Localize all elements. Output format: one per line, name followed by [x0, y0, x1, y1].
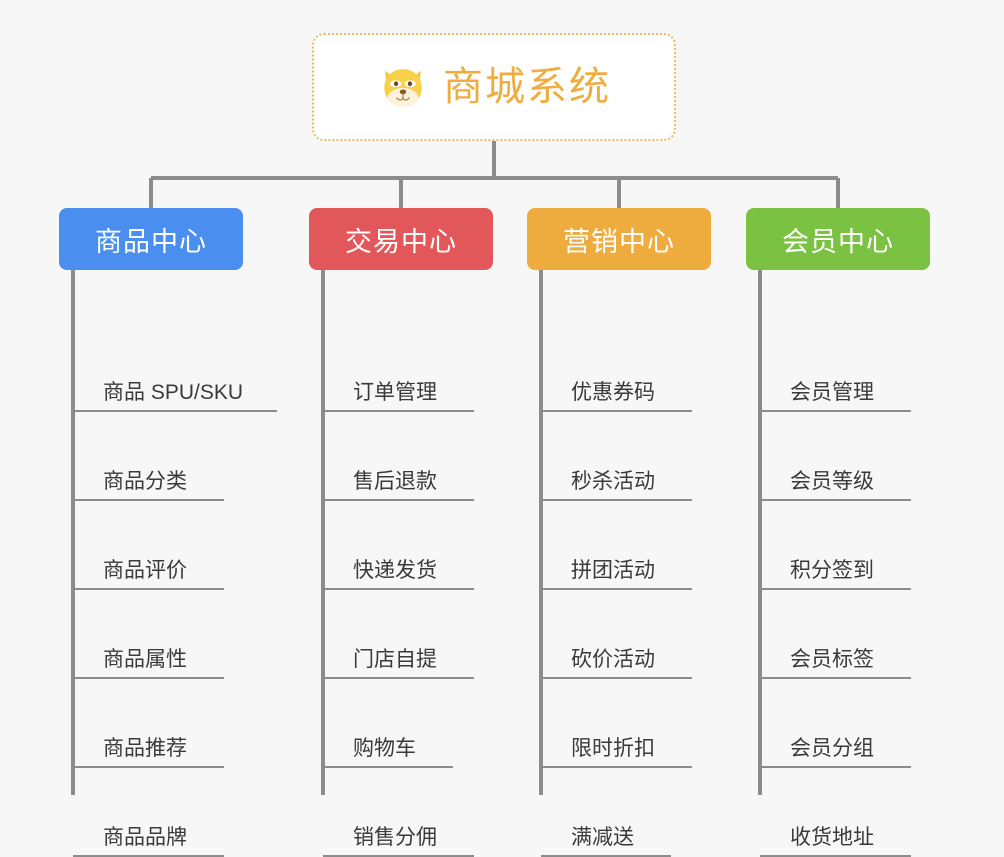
leaf-item-label: 限时折扣: [571, 737, 655, 760]
category-title: 会员中心: [782, 226, 894, 257]
leaf-underline: [323, 766, 453, 768]
category-box[interactable]: 商品中心: [59, 208, 243, 270]
category-column: 交易中心订单管理售后退款快递发货门店自提购物车销售分佣: [309, 208, 493, 857]
leaf-item-label: 销售分佣: [353, 826, 437, 849]
category-column: 会员中心会员管理会员等级积分签到会员标签会员分组收货地址: [746, 208, 930, 857]
leaf-item-label: 满减送: [571, 826, 634, 849]
leaf-underline: [323, 588, 474, 590]
leaf-item-label: 拼团活动: [571, 559, 655, 582]
leaf-item-label: 商品属性: [103, 648, 187, 671]
leaf-underline: [73, 410, 277, 412]
category-title: 商品中心: [95, 226, 207, 257]
leaf-item-label: 商品 SPU/SKU: [103, 381, 244, 404]
leaf-item-label: 优惠券码: [571, 381, 655, 404]
leaf-item-label: 订单管理: [353, 381, 437, 404]
leaf-item-label: 秒杀活动: [571, 470, 655, 493]
category-title: 交易中心: [345, 226, 457, 257]
leaf-item-label: 砍价活动: [571, 648, 655, 671]
category-box[interactable]: 营销中心: [527, 208, 711, 270]
leaf-underline: [760, 766, 911, 768]
leaf-item-label: 快递发货: [353, 559, 437, 582]
category-column: 营销中心优惠券码秒杀活动拼团活动砍价活动限时折扣满减送: [527, 208, 711, 857]
leaf-underline: [541, 677, 692, 679]
leaf-item-label: 购物车: [353, 737, 416, 760]
leaf-underline: [541, 766, 692, 768]
leaf-item-label: 商品推荐: [103, 737, 187, 760]
leaf-item-label: 收货地址: [790, 826, 874, 849]
leaf-underline: [323, 410, 474, 412]
leaf-underline: [760, 410, 911, 412]
leaf-underline: [73, 766, 224, 768]
leaf-underline: [323, 677, 474, 679]
leaf-underline: [541, 499, 692, 501]
category-box[interactable]: 交易中心: [309, 208, 493, 270]
root-node[interactable]: 商城系统: [312, 33, 676, 141]
leaf-underline: [541, 410, 692, 412]
leaf-item-label: 商品品牌: [103, 826, 187, 849]
leaf-item-label: 门店自提: [353, 648, 437, 671]
root-title: 商城系统: [443, 65, 611, 109]
leaf-item-label: 售后退款: [353, 470, 437, 493]
category-box[interactable]: 会员中心: [746, 208, 930, 270]
leaf-item-label: 积分签到: [790, 559, 874, 582]
leaf-underline: [73, 588, 224, 590]
leaf-underline: [73, 677, 224, 679]
leaf-underline: [760, 588, 911, 590]
category-title: 营销中心: [563, 226, 675, 257]
leaf-underline: [541, 588, 692, 590]
shiba-dog-face-icon: [384, 69, 422, 107]
leaf-item-label: 会员等级: [790, 470, 874, 493]
leaf-item-label: 商品分类: [103, 470, 187, 493]
leaf-item-label: 会员分组: [790, 737, 874, 760]
leaf-item-label: 会员标签: [790, 648, 874, 671]
leaf-item-label: 会员管理: [790, 381, 874, 404]
leaf-underline: [760, 677, 911, 679]
leaf-underline: [73, 499, 224, 501]
leaf-underline: [760, 499, 911, 501]
leaf-underline: [323, 499, 474, 501]
leaf-item-label: 商品评价: [103, 559, 187, 582]
category-column: 商品中心商品 SPU/SKU 商品分类商品评价商品属性商品推荐商品品牌: [59, 208, 277, 857]
